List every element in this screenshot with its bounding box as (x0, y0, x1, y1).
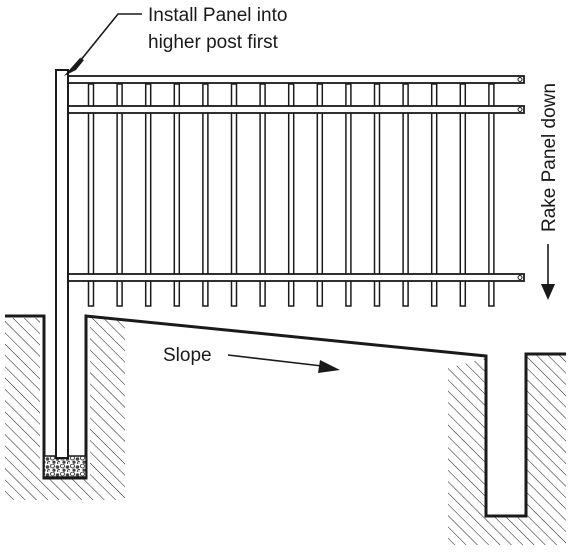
picket (287, 83, 295, 307)
picket (402, 83, 409, 307)
picket (430, 83, 438, 307)
picket (373, 83, 381, 307)
picket (173, 83, 181, 307)
install-callout-arrow (64, 13, 142, 76)
pickets (87, 83, 495, 307)
rake-down-arrow (541, 244, 555, 300)
picket (144, 83, 152, 307)
picket (345, 83, 352, 307)
slope-arrow (227, 354, 340, 373)
picket (116, 83, 123, 307)
gravel-footing (43, 455, 87, 478)
ground-hatching-right (40, 319, 566, 545)
rake-label: Rake Panel down (539, 83, 560, 232)
ground-hatching-left (5, 318, 125, 500)
rail-bottom (67, 273, 525, 282)
picket (316, 83, 324, 307)
slope-label: Slope (163, 345, 212, 366)
rail-middle (67, 105, 525, 114)
install-label-line1: Install Panel into (148, 5, 287, 26)
picket (87, 83, 95, 307)
rail-top (67, 75, 525, 84)
picket (488, 83, 495, 307)
ground-profile (5, 314, 566, 518)
picket (259, 83, 266, 307)
picket (202, 83, 209, 307)
fence-post (55, 69, 69, 459)
picket (230, 83, 238, 307)
install-label-line2: higher post first (148, 32, 279, 53)
picket (459, 83, 467, 307)
